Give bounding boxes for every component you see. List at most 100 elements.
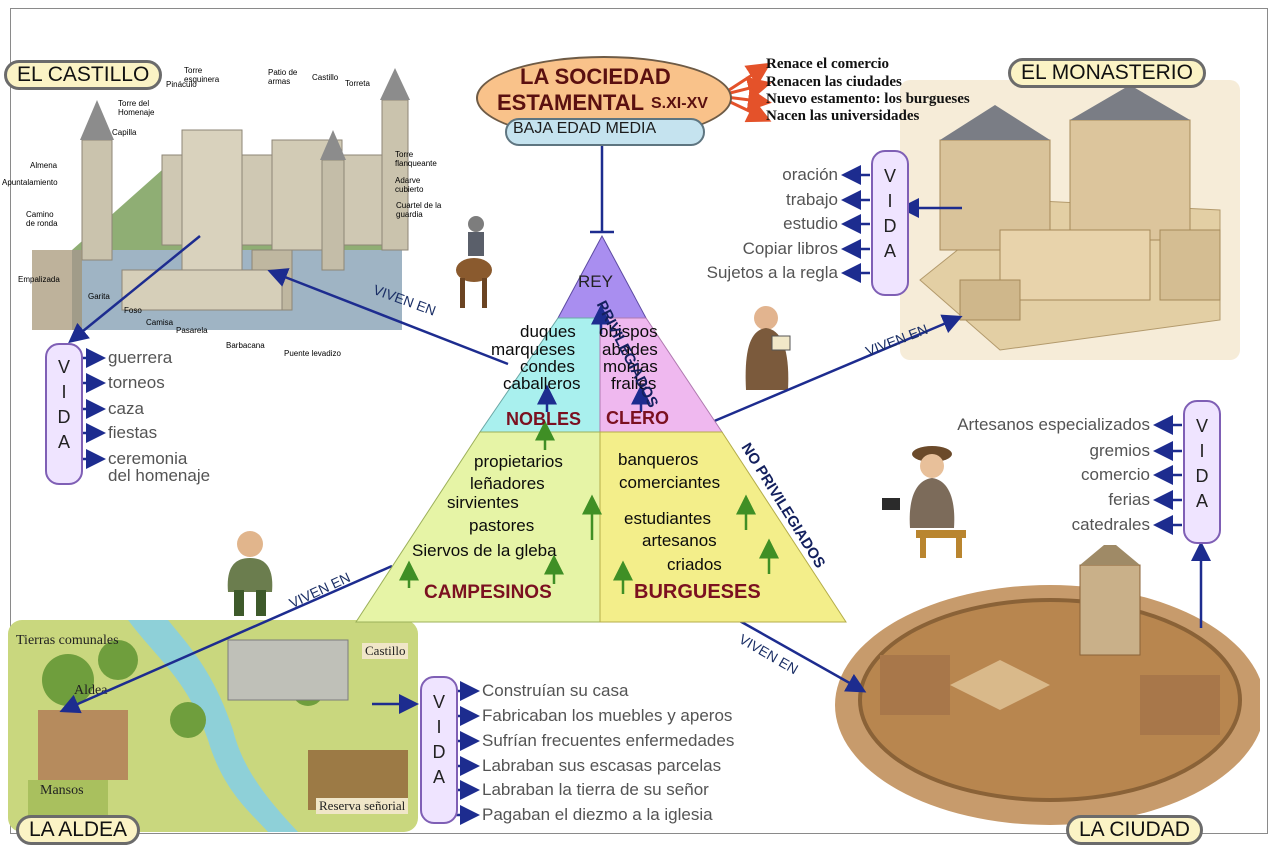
castle-life-item: caza (108, 399, 144, 418)
castle-part-label: Torre flanqueante (395, 150, 437, 168)
noble-rank: caballeros (503, 374, 581, 393)
map-label-manors: Mansos (40, 783, 84, 798)
village-life-item: Construían su casa (482, 681, 629, 700)
clergy-title: CLERO (606, 408, 669, 428)
village-life-item: Labraban sus escasas parcelas (482, 756, 722, 775)
vida-letter: I (436, 717, 442, 737)
castle-part-label: Pináculo (166, 80, 197, 89)
subtitle: BAJA EDAD MEDIA (513, 120, 657, 137)
peasant-group: sirvientes (447, 493, 519, 512)
castle-life-item: torneos (108, 373, 165, 392)
vida-letter: A (883, 241, 896, 261)
knight-figure (452, 212, 498, 312)
city-life-item: gremios (1089, 441, 1150, 460)
vida-letter: A (57, 432, 70, 452)
vida-letter: D (57, 407, 71, 427)
change-item: Renace el comercio (766, 56, 889, 72)
bourgeois-group: estudiantes (624, 509, 711, 528)
peasant-figure (216, 528, 284, 618)
vida-letter: D (432, 742, 446, 762)
city-illustration (820, 545, 1260, 830)
peasant-group: leñadores (470, 474, 545, 493)
nobles-title: NOBLES (506, 409, 582, 429)
vida-letter: V (57, 357, 70, 377)
castle-part-label: Adarve cubierto (395, 176, 424, 194)
monastery-vida-box: V I D A (871, 150, 909, 296)
bourgeois-group: criados (667, 555, 722, 574)
bourgeois-group: comerciantes (619, 473, 721, 492)
castle-part-label: Camino de ronda (26, 210, 58, 228)
noble-rank: duques (520, 322, 576, 341)
castle-illustration (12, 60, 452, 360)
monastery-label: EL MONASTERIO (1008, 58, 1206, 88)
vida-letter: I (1199, 441, 1205, 461)
village-map-illustration: Tierras comunales Aldea Castillo Mansos … (8, 620, 418, 832)
vida-letter: D (1195, 466, 1209, 486)
clergy-rank: abades (602, 340, 658, 359)
bourgeois-group: artesanos (642, 531, 717, 550)
castle-part-label: Apuntalamiento (2, 178, 58, 187)
castle-part-label: Almena (30, 161, 58, 170)
vida-letter: V (1195, 416, 1208, 436)
castle-part-label: Castillo (312, 73, 339, 82)
castle-part-label: Capilla (112, 128, 137, 137)
title-line1: LA SOCIEDAD (520, 64, 671, 89)
city-vida-box: V I D A (1183, 400, 1221, 544)
monastery-illustration (900, 80, 1240, 360)
clergy-rank: monjas (603, 357, 658, 376)
city-life-item: ferias (1108, 490, 1150, 509)
change-item: Nuevo estamento: los burgueses (766, 91, 970, 107)
village-life-item: Fabricaban los muebles y aperos (482, 706, 733, 725)
vida-letter: V (432, 692, 445, 712)
peasant-group: pastores (469, 516, 535, 535)
castle-part-label: Empalizada (18, 275, 60, 284)
castle-part-label: Barbacana (226, 341, 265, 350)
map-label-commons: Tierras comunales (16, 633, 119, 648)
vida-letter: A (432, 767, 445, 787)
vida-letter: I (887, 191, 893, 211)
monastery-life-item: oración (782, 165, 838, 184)
noble-rank: marqueses (491, 340, 576, 359)
castle-life-item: ceremonia (108, 449, 188, 468)
vida-letter: I (61, 382, 67, 402)
monastery-life-item: Copiar libros (742, 239, 838, 258)
city-life-item: Artesanos especializados (957, 415, 1150, 434)
castle-part-label: Camisa (146, 318, 174, 327)
castle-life-item: fiestas (108, 423, 158, 442)
map-label-reserve: Reserva señorial (316, 798, 409, 814)
vida-letter: A (1195, 491, 1208, 511)
castle-part-label: Patio de armas (268, 68, 298, 86)
castle-part-label: Puente levadizo (284, 349, 341, 358)
peasant-group: Siervos de la gleba (412, 541, 557, 560)
title-period: S.XI-XV (651, 95, 708, 112)
monastery-life-item: trabajo (786, 190, 838, 209)
city-label: LA CIUDAD (1066, 815, 1203, 845)
vida-letter: V (883, 166, 896, 186)
city-life-item: catedrales (1071, 515, 1150, 534)
change-item: Renacen las ciudades (766, 74, 902, 90)
castle-vida-box: V I D A (45, 343, 83, 485)
monastery-life-item: estudio (783, 214, 838, 233)
monk-figure (736, 300, 798, 390)
clergy-rank: frailes (611, 374, 657, 393)
castle-label: EL CASTILLO (4, 60, 163, 90)
peasant-group: propietarios (474, 452, 563, 471)
noble-rank: condes (520, 357, 575, 376)
city-life-item: comercio (1081, 465, 1150, 484)
castle-part-label: Pasarela (176, 326, 208, 335)
king-label: REY (578, 272, 613, 291)
village-life-item: Sufrían frecuentes enfermedades (482, 731, 735, 750)
castle-part-label: Torre esquinera (184, 66, 220, 84)
title-line2: ESTAMENTAL (497, 90, 645, 115)
castle-part-label: Torre del Homenaje (118, 99, 155, 117)
map-label-castle: Castillo (362, 643, 409, 659)
castle-part-label: Cuartel de la guardia (396, 201, 442, 219)
artisan-figure (876, 438, 976, 558)
castle-life-item: del homenaje (108, 466, 211, 485)
village-life-item: Pagaban el diezmo a la iglesia (482, 805, 713, 824)
castle-life-item: guerrera (108, 348, 173, 367)
castle-part-label: Torreta (345, 79, 370, 88)
village-vida-box: V I D A (420, 676, 458, 824)
